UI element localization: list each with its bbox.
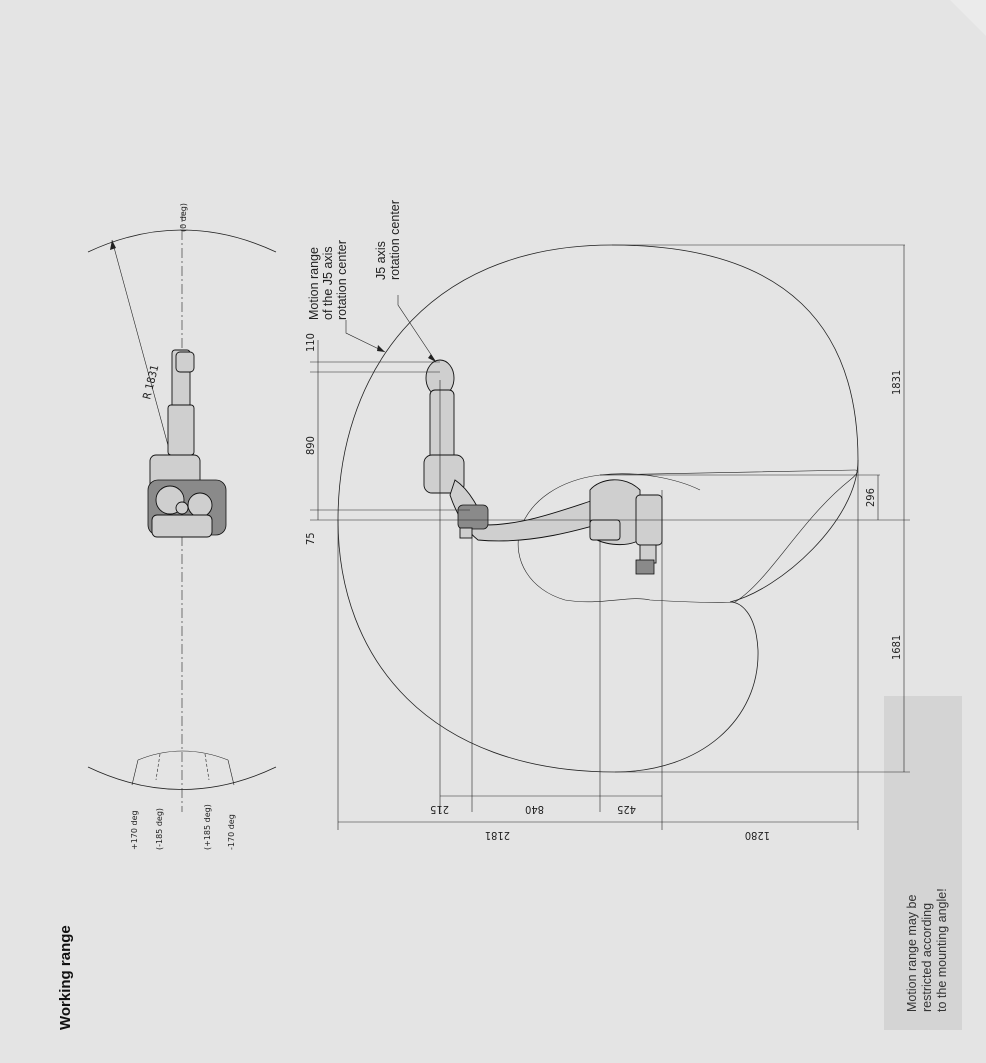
callout-motion-line2: of the J5 axis [321,246,335,320]
angle-minus185: (-185 deg) [155,808,164,850]
callout-j5-line2: rotation center [388,200,402,280]
dim-1280: 1280 [745,829,770,842]
note-box [884,696,962,1030]
dim-890: 890 [304,436,317,455]
side-view: Motion range of the J5 axis rotation cen… [304,200,910,842]
note-line-3: to the mounting angle! [935,888,949,1012]
angle-plus170: +170 deg [130,810,139,850]
zero-label: (0 deg) [179,203,188,232]
robot-side-view [423,359,663,575]
dim-840: 840 [525,803,544,816]
callout-motion-range: Motion range of the J5 axis rotation cen… [307,240,349,320]
angle-minus170: -170 deg [227,814,236,850]
dim-1831: 1831 [890,370,903,395]
page-title: Working range [57,925,74,1030]
work-envelope [337,244,859,773]
radius-label: R 1831 [140,363,161,400]
dim-425: 425 [617,803,636,816]
note-line-2: restricted according [920,903,934,1012]
angle-plus185: (+185 deg) [203,804,212,850]
note-line-1: Motion range may be [905,895,919,1012]
dim-2181: 2181 [485,829,510,842]
dim-1681: 1681 [890,635,903,660]
dim-296: 296 [864,488,877,507]
callout-j5: J5 axis rotation center [374,200,402,280]
note-text: Motion range may be restricted according… [905,888,949,1012]
callout-motion-line3: rotation center [335,240,349,320]
dim-215: 215 [430,803,449,816]
dim-110: 110 [304,333,317,352]
inner-envelope [517,469,858,603]
callout-j5-line1: J5 axis [374,241,388,280]
dim-75: 75 [304,532,317,545]
top-view: R 1831 (0 deg) +170 deg (-185 deg) (+185… [87,203,277,850]
radius-line [111,239,173,461]
robot-top-view [147,349,227,538]
callout-motion-line1: Motion range [307,247,321,320]
limit-arc [137,750,229,761]
